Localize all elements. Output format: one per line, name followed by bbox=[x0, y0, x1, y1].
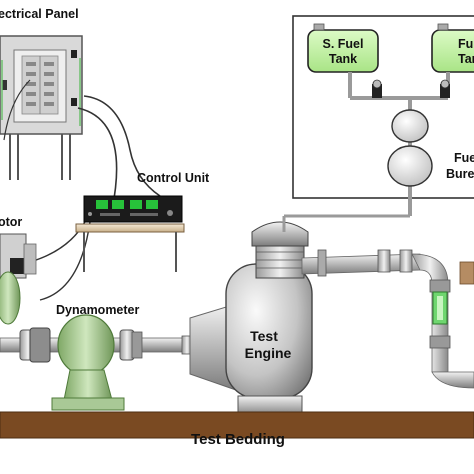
exhaust-sensor bbox=[432, 291, 448, 325]
panel-ground-cable bbox=[3, 79, 31, 141]
motor-label: otor bbox=[0, 215, 22, 229]
s-fuel-tank bbox=[307, 23, 379, 73]
dynamometer-label: Dynamometer bbox=[56, 303, 139, 317]
test-engine-label-line1: Test bbox=[250, 328, 278, 344]
fuel-tank-label-line1: Fu bbox=[458, 37, 473, 51]
test-engine-label-line2: Engine bbox=[245, 345, 292, 361]
fuel-tank-label-line2: Tar bbox=[458, 52, 474, 66]
test-bedding bbox=[0, 411, 474, 439]
s-fuel-valve bbox=[372, 79, 382, 98]
panel-to-control-cable bbox=[77, 107, 118, 211]
s-fuel-tank-label-line1: S. Fuel bbox=[323, 37, 364, 51]
fuel-tank bbox=[431, 23, 474, 73]
motor bbox=[0, 233, 37, 325]
electrical-panel-label: ectrical Panel bbox=[0, 7, 79, 21]
control-bench bbox=[75, 223, 185, 272]
s-fuel-tank-label-line2: Tank bbox=[329, 52, 357, 66]
test-bedding-label: Test Bedding bbox=[191, 431, 285, 448]
dynamometer bbox=[51, 314, 125, 411]
test-engine bbox=[189, 221, 313, 417]
control-unit-label: Control Unit bbox=[137, 171, 210, 185]
control-unit bbox=[83, 195, 183, 223]
panel-cable bbox=[83, 95, 161, 197]
fuel-valve bbox=[440, 79, 450, 98]
exhaust-pipe bbox=[301, 249, 474, 389]
control-to-dyno-cable bbox=[39, 221, 91, 301]
fuel-burette-label-line2: Bure bbox=[446, 167, 474, 181]
fuel-burette bbox=[387, 109, 433, 187]
fuel-burette-label-line1: Fue bbox=[454, 151, 474, 165]
electrical-panel bbox=[0, 35, 83, 180]
